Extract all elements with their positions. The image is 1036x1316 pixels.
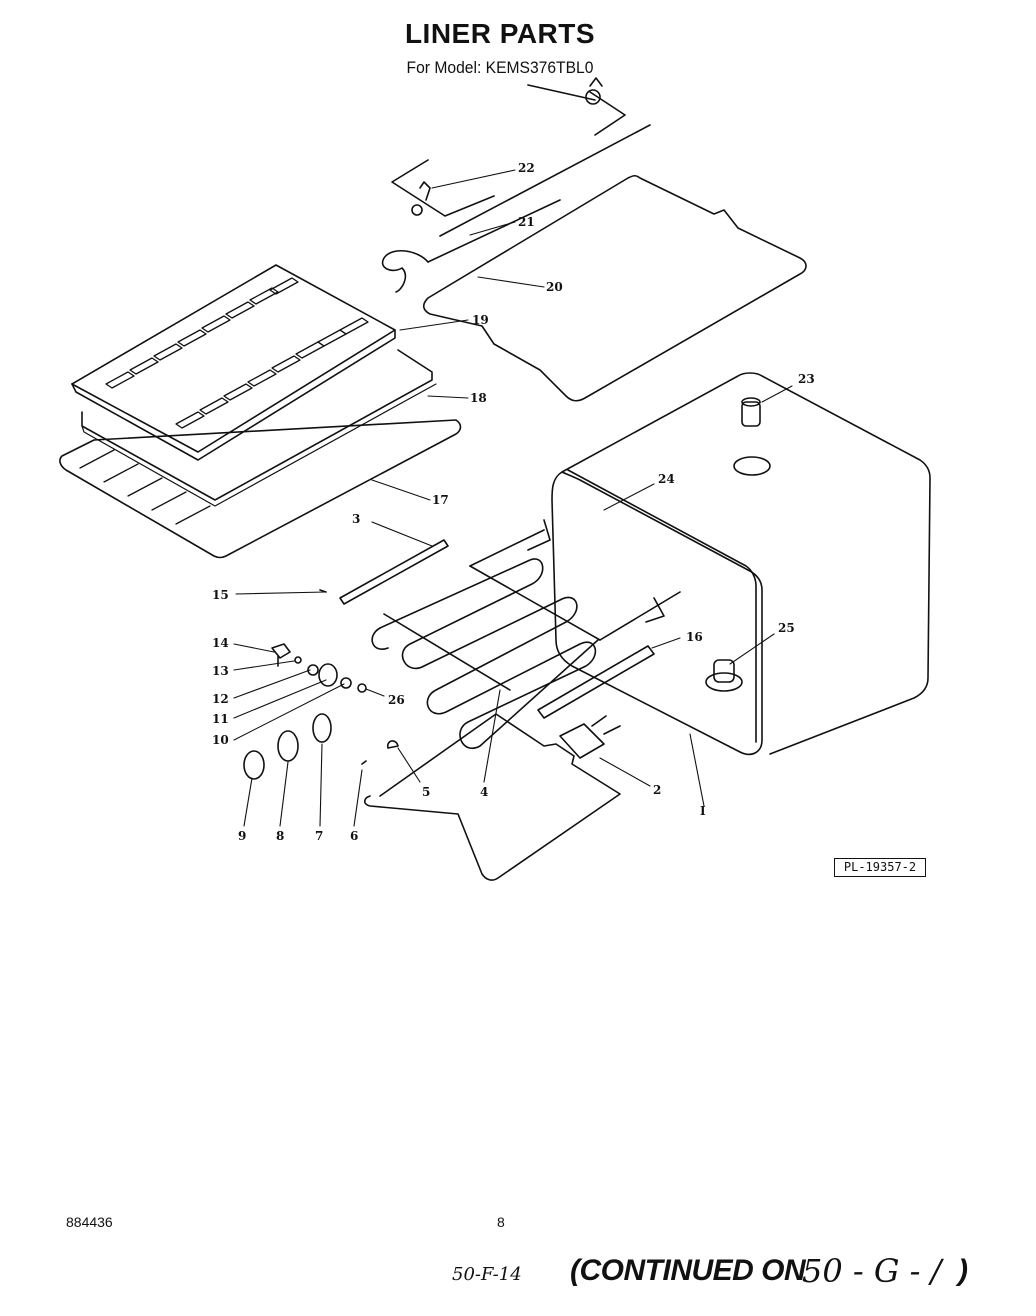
callout-4: 4 [480, 785, 488, 799]
small-fittings [271, 643, 367, 693]
page-number: 8 [497, 1214, 505, 1230]
callout-7: 7 [315, 829, 323, 843]
callout-12: 12 [212, 692, 229, 706]
model-subtitle: For Model: KEMS376TBL0 [406, 58, 594, 77]
callout-25: 25 [778, 621, 795, 635]
document-code: 884436 [66, 1214, 113, 1230]
ring-part-8 [277, 730, 299, 762]
top-rod-assembly [439, 77, 651, 237]
rack-part-17 [59, 419, 462, 559]
callout-8: 8 [276, 829, 284, 843]
callout-23: 23 [798, 372, 815, 386]
continued-on-text: (CONTINUED ON [570, 1254, 806, 1287]
bracket-part-22 [391, 159, 495, 217]
callout-20: 20 [546, 280, 563, 294]
callout-17: 17 [432, 493, 449, 507]
callout-10: 10 [212, 733, 229, 747]
callout-6: 6 [350, 829, 358, 843]
callout-14: 14 [212, 636, 229, 650]
callout-3: 3 [352, 512, 360, 526]
callout-15: 15 [212, 588, 229, 602]
page-title: LINER PARTS [404, 18, 596, 49]
ring-part-7 [312, 713, 332, 743]
oven-liner-part-1 [551, 372, 931, 756]
callout-13: 13 [212, 664, 229, 678]
callout-19: 19 [472, 313, 489, 327]
closing-paren: ) [958, 1254, 968, 1287]
handwritten-page-ref: 50-F-14 [452, 1264, 522, 1285]
callout-21: 21 [518, 215, 535, 229]
callout-22: 22 [518, 161, 535, 175]
bar-part-3 [339, 539, 449, 605]
heating-element-part-4 [371, 519, 681, 749]
callout-24: 24 [658, 472, 675, 486]
callout-16: 16 [686, 630, 703, 644]
knob-part-25 [705, 659, 743, 692]
top-panel-part-19 [71, 264, 396, 461]
screw-part-6 [361, 760, 367, 765]
callout-5: 5 [422, 785, 430, 799]
leader-lines [233, 169, 793, 827]
rod-hook-part-21 [381, 199, 561, 293]
gasket-part-20 [422, 174, 807, 402]
lower-element-part-2 [363, 713, 621, 881]
ring-part-9 [243, 750, 265, 780]
clip-part-5 [386, 740, 399, 749]
callout-2: 2 [653, 783, 661, 797]
callout-11: 11 [212, 712, 229, 726]
callout-1: I [700, 804, 706, 818]
callout-9: 9 [238, 829, 246, 843]
tray-part-18 [81, 349, 433, 501]
callout-26: 26 [388, 693, 405, 707]
callout-18: 18 [470, 391, 487, 405]
diagram-plate-label: PL-19357-2 [834, 858, 926, 877]
strip-part-16 [537, 645, 655, 719]
handwritten-continued-ref: 50 - G - / [802, 1252, 942, 1290]
